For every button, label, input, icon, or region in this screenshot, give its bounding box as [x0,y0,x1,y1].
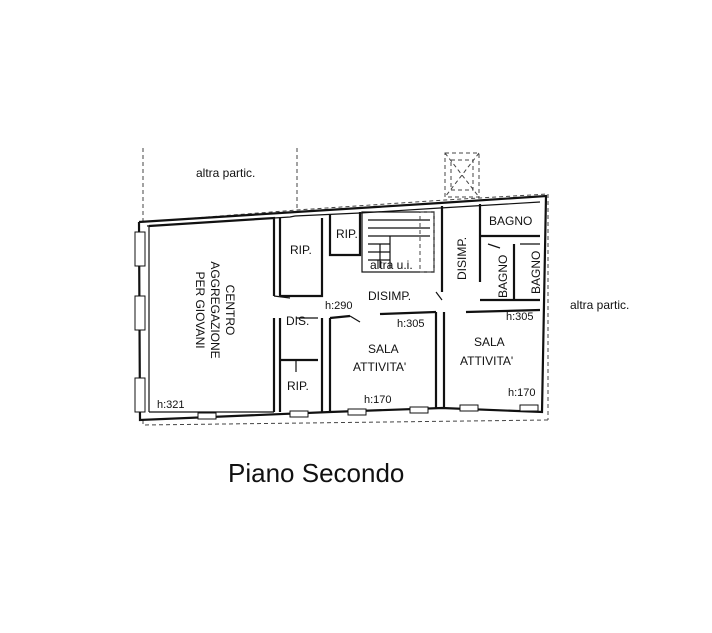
centro-label-line1: CENTRO [223,285,237,336]
context-label-stair: altra u.i. [370,258,413,272]
plan-title: Piano Secondo [228,458,404,488]
room-label-bagno-v2: BAGNO [529,251,543,294]
height-centro: h:321 [157,399,185,411]
door-openings [273,243,501,372]
height-sala2-top: h:305 [506,311,534,323]
room-label-sala2-line2: ATTIVITA' [460,354,513,368]
context-label-right: altra partic. [570,298,629,312]
height-disimp: h:290 [325,300,353,312]
height-sala1-bottom: h:170 [364,394,392,406]
room-label-sala1-line2: ATTIVITA' [353,360,406,374]
interior-walls [148,204,541,413]
left-windows [134,231,146,413]
room-label-sala2-line1: SALA [474,335,505,349]
room-label-rip-b: RIP. [336,227,358,241]
room-label-rip-a: RIP. [290,243,312,257]
centro-label: CENTRO AGGREGAZIONE PER GIOVANI [193,261,237,358]
height-sala2-bottom: h:170 [508,387,536,399]
context-label-top: altra partic. [196,166,255,180]
centro-label-line2: AGGREGAZIONE [208,261,222,358]
room-label-bagno-top: BAGNO [489,214,532,228]
centro-label-line3: PER GIOVANI [193,271,207,348]
room-label-rip-c: RIP. [287,379,309,393]
room-label-dis: DIS. [286,314,309,328]
room-label-disimp-vertical: DISIMP. [455,237,469,280]
room-label-disimp-center: DISIMP. [368,289,411,303]
room-label-bagno-v1: BAGNO [496,255,510,298]
height-sala1-top: h:305 [397,318,425,330]
bottom-windows [197,404,539,420]
room-label-sala1-line1: SALA [368,342,399,356]
